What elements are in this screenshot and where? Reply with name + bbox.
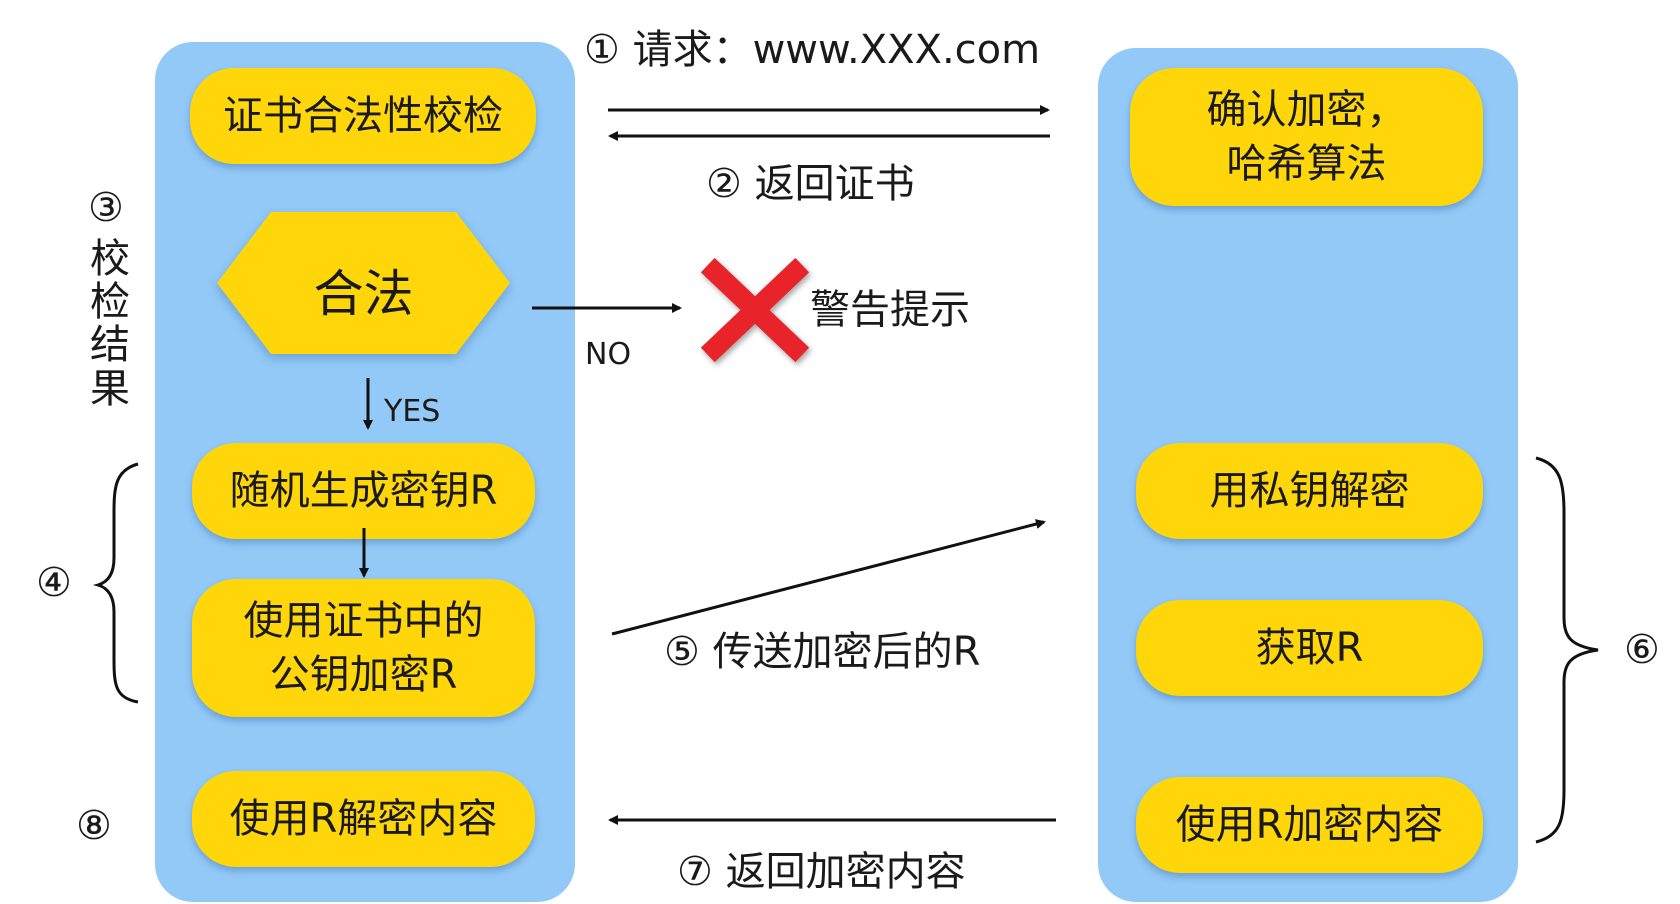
encrypt-content-box: 使用R加密内容 <box>1136 777 1483 873</box>
step6-number: ⑥ <box>1624 627 1660 673</box>
decrypt-content-label: 使用R解密内容 <box>229 796 498 842</box>
gen-key-label: 随机生成密钥R <box>229 468 498 514</box>
decrypt-private-label: 用私钥解密 <box>1209 468 1410 514</box>
step5-label: ⑤ 传送加密后的R <box>664 629 981 675</box>
verify-cert-box: 证书合法性校检 <box>190 68 536 164</box>
step8-number: ⑧ <box>76 803 112 849</box>
encrypt-content-label: 使用R加密内容 <box>1175 802 1444 848</box>
get-r-label: 获取R <box>1255 625 1364 671</box>
gen-key-box: 随机生成密钥R <box>192 443 535 539</box>
step7-label: ⑦ 返回加密内容 <box>677 849 966 895</box>
red-x-icon <box>700 257 810 363</box>
confirm-label: 确认加密， 哈希算法 <box>1206 87 1407 187</box>
get-r-box: 获取R <box>1136 600 1483 696</box>
confirm-box: 确认加密， 哈希算法 <box>1130 68 1483 206</box>
verify-cert-label: 证书合法性校检 <box>223 93 503 139</box>
no-label: NO <box>585 337 632 372</box>
step3-text: 校检结果 <box>90 236 130 412</box>
step1-label: ① 请求：www.XXX.com <box>584 27 1041 73</box>
decrypt-content-box: 使用R解密内容 <box>192 771 535 867</box>
step3-number: ③ <box>88 185 124 231</box>
yes-label: YES <box>384 394 441 429</box>
step2-label: ② 返回证书 <box>706 161 915 207</box>
step4-number: ④ <box>36 560 72 606</box>
encrypt-key-label: 使用证书中的 公钥加密R <box>243 598 484 698</box>
legal-label: 合法 <box>313 265 414 323</box>
encrypt-key-box: 使用证书中的 公钥加密R <box>192 579 535 717</box>
left-brace <box>92 462 139 704</box>
send-r-arrow <box>611 519 1046 636</box>
warning-label: 警告提示 <box>810 287 970 333</box>
decrypt-private-box: 用私钥解密 <box>1136 443 1483 539</box>
right-brace <box>1535 456 1599 844</box>
